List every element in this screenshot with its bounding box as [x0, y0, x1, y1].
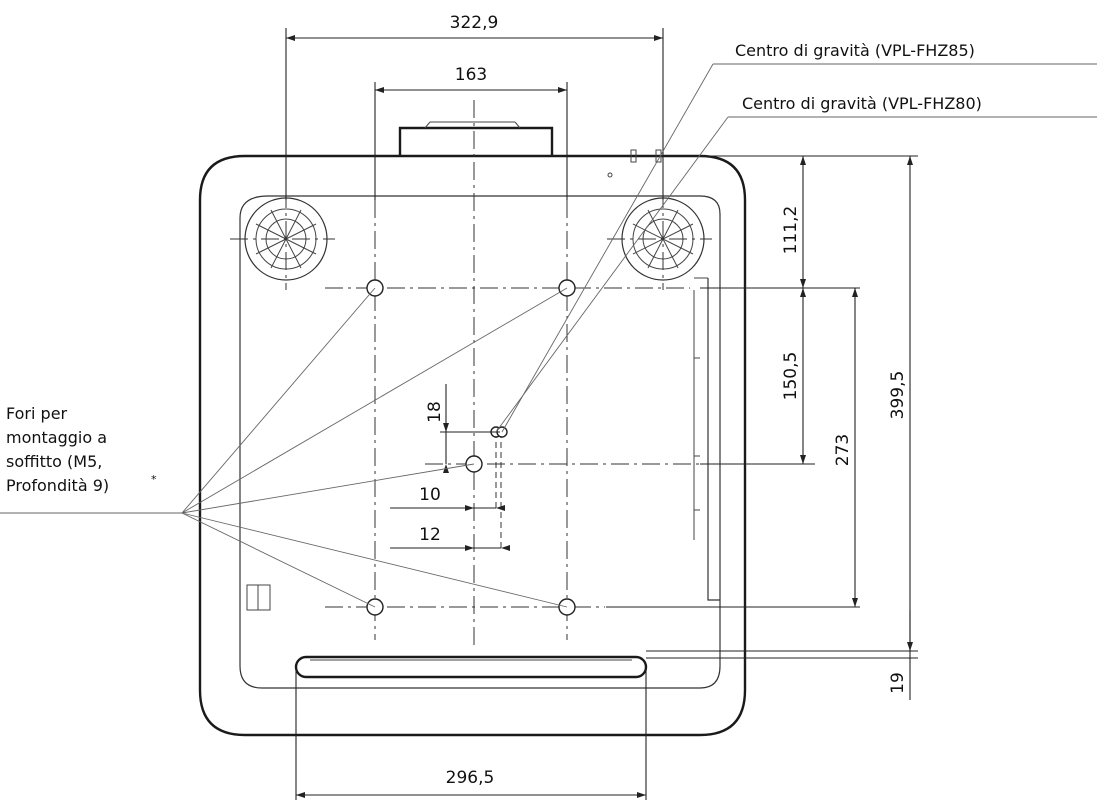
dim-hole-spacing: 163 — [374, 65, 568, 200]
callout-mount-line3: soffitto (M5, — [6, 452, 102, 471]
callout-cog-fhz85: Centro di gravità (VPL-FHZ85) — [501, 41, 1097, 433]
dim-center-depth: 273 — [833, 288, 858, 607]
right-extension-lines — [606, 155, 918, 659]
dim-hole-depth-spacing: 150,5 — [781, 288, 806, 464]
dim-front-offset-label: 111,2 — [781, 206, 801, 255]
dim-total-depth-label: 399,5 — [888, 371, 908, 420]
dim-center-depth-label: 273 — [833, 434, 853, 466]
dim-rear-offset: 19 — [888, 610, 911, 700]
callout-mount-line2: montaggio a — [6, 428, 107, 447]
dim-cog-fhz80-offset: 10 — [390, 485, 505, 511]
callout-mount-line4: Profondità 9) — [6, 476, 109, 495]
dim-bottom-width-label: 296,5 — [446, 768, 495, 788]
dim-bottom-width: 296,5 — [295, 670, 647, 800]
dim-total-depth: 399,5 — [888, 156, 913, 651]
dim-front-offset: 111,2 — [781, 156, 806, 288]
callout-cog-fhz80-label: Centro di gravità (VPL-FHZ80) — [742, 94, 982, 113]
dim-cog-fhz85-offset-label: 12 — [419, 525, 441, 545]
dim-rear-offset-label: 19 — [888, 672, 908, 694]
dim-hole-spacing-label: 163 — [455, 65, 487, 85]
dim-cog-fhz85-offset: 12 — [390, 525, 510, 551]
dim-cog-fhz80-offset-label: 10 — [419, 485, 441, 505]
rear-handle — [294, 655, 648, 679]
projector-body — [198, 149, 747, 737]
callout-mount-line1: Fori per — [6, 404, 68, 423]
dim-top-width: 322,9 — [285, 13, 664, 200]
dim-hole-depth-spacing-label: 150,5 — [781, 352, 801, 401]
dim-cog-vertical-label: 18 — [425, 401, 445, 423]
dim-cog-vertical: 18 — [425, 384, 500, 473]
callout-mount-holes: Fori per montaggio a soffitto (M5, Profo… — [0, 287, 568, 608]
callout-mount-footnote: * — [151, 473, 157, 486]
callout-cog-fhz85-label: Centro di gravità (VPL-FHZ85) — [735, 41, 975, 60]
callout-cog-fhz80: Centro di gravità (VPL-FHZ80) — [495, 94, 1097, 433]
dim-top-width-label: 322,9 — [450, 13, 499, 33]
